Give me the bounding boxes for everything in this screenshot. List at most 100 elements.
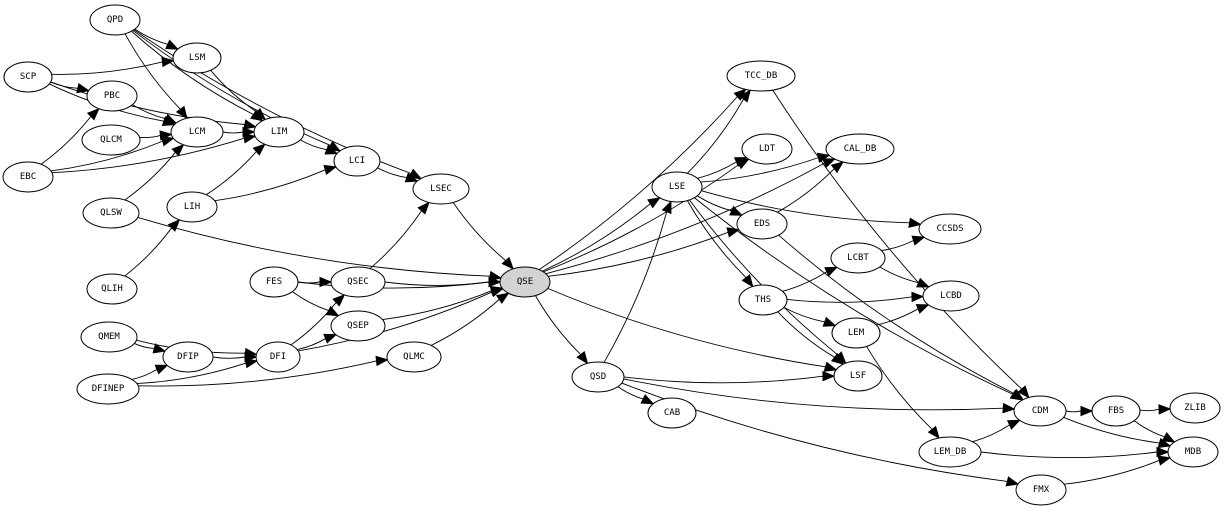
node-qlcm[interactable]: QLCM (81, 124, 141, 156)
edge-line (623, 378, 1004, 411)
node-lcbt[interactable]: LCBT (830, 242, 886, 274)
node-ellipse (330, 266, 386, 298)
edge-line (124, 152, 176, 201)
node-zlib[interactable]: ZLIB (1169, 392, 1221, 424)
edge-line (694, 197, 1014, 395)
node-ellipse (1015, 474, 1067, 506)
arrowhead-icon (159, 130, 173, 141)
node-qlsw[interactable]: QLSW (82, 197, 140, 229)
node-qlih[interactable]: QLIH (86, 273, 138, 305)
edge-line (777, 168, 835, 213)
node-lsm[interactable]: LSM (172, 42, 222, 74)
arrowhead-icon (417, 201, 430, 215)
node-ellipse (162, 341, 214, 373)
node-qsec[interactable]: QSEC (330, 266, 386, 298)
node-qsd[interactable]: QSD (571, 361, 625, 393)
arrowhead-icon (1157, 455, 1172, 466)
node-ellipse (249, 266, 299, 298)
node-ellipse (86, 80, 138, 112)
node-fbs[interactable]: FBS (1091, 395, 1141, 427)
node-mdb[interactable]: MDB (1167, 436, 1219, 468)
node-fmx[interactable]: FMX (1015, 474, 1067, 506)
node-ldt[interactable]: LDT (741, 133, 793, 165)
node-qlmc[interactable]: QLMC (386, 341, 442, 373)
arrowhead-icon (324, 144, 339, 155)
edge-line (210, 70, 258, 113)
node-qpd[interactable]: QPD (89, 4, 141, 36)
node-dfi[interactable]: DFI (255, 341, 301, 373)
node-ellipse (255, 341, 301, 373)
node-lsec[interactable]: LSEC (412, 173, 470, 205)
node-scp[interactable]: SCP (3, 61, 53, 93)
node-ths[interactable]: THS (738, 284, 788, 316)
node-ebc[interactable]: EBC (2, 161, 54, 193)
edge-lci-to-lsec (377, 167, 419, 183)
node-lem[interactable]: LEM (831, 317, 881, 349)
edge-line (772, 89, 1023, 390)
node-ellipse (831, 317, 881, 349)
edge-fmx-to-mdb (1064, 455, 1172, 485)
edge-qsd-to-fmx (621, 382, 1020, 487)
arrowhead-icon (375, 355, 389, 367)
node-label: FBS (1108, 406, 1124, 416)
node-label: EBC (20, 172, 36, 182)
edge-qsd-to-lsf (623, 370, 836, 384)
node-cdm[interactable]: CDM (1013, 395, 1067, 427)
edge-scp-to-lim (50, 81, 257, 130)
node-ellipse (1013, 395, 1067, 427)
arrowhead-icon (404, 172, 419, 183)
node-ellipse (825, 133, 895, 165)
node-label: LSEC (430, 184, 452, 194)
node-qsep[interactable]: QSEP (330, 310, 386, 342)
node-ellipse (571, 361, 625, 393)
node-lcm[interactable]: LCM (170, 116, 224, 148)
node-fes[interactable]: FES (249, 266, 299, 298)
edge-line (623, 375, 824, 384)
node-lci[interactable]: LCI (333, 145, 381, 177)
arrowhead-icon (911, 235, 926, 246)
edge-qse-to-cal_db (545, 158, 836, 275)
arrowhead-icon (1080, 405, 1094, 417)
arrowhead-icon (1005, 476, 1020, 487)
edge-line (881, 240, 914, 252)
arrowhead-icon (576, 350, 589, 365)
node-qse[interactable]: QSE (499, 266, 551, 298)
arrowhead-icon (927, 425, 940, 440)
node-lem_db[interactable]: LEM_DB (918, 436, 982, 468)
node-label: DFIP (177, 352, 199, 362)
node-qmem[interactable]: QMEM (80, 321, 138, 353)
node-lse[interactable]: LSE (651, 171, 703, 203)
edge-qse-to-tcc_db (538, 88, 747, 271)
edge-qpd-to-lcm (124, 33, 188, 120)
node-lih[interactable]: LIH (166, 191, 218, 223)
edge-line (452, 202, 507, 261)
node-ellipse (499, 266, 551, 298)
node-ellipse (647, 397, 697, 429)
node-ccsds[interactable]: CCSDS (918, 213, 982, 245)
node-pbc[interactable]: PBC (86, 80, 138, 112)
edge-line (783, 307, 825, 323)
node-lsf[interactable]: LSF (833, 360, 883, 392)
node-cab[interactable]: CAB (647, 397, 697, 429)
edge-line (290, 302, 337, 346)
arrowhead-icon (319, 276, 333, 288)
edge-line (782, 271, 828, 292)
arrowhead-icon (325, 305, 340, 317)
node-dfinep[interactable]: DFINEP (76, 373, 140, 405)
node-lim[interactable]: LIM (253, 116, 305, 148)
node-eds[interactable]: EDS (736, 208, 788, 240)
edge-dfi-to-qsep (297, 333, 338, 351)
arrowhead-icon (154, 364, 169, 375)
node-tcc_db[interactable]: TCC_DB (726, 60, 796, 92)
node-ellipse (89, 4, 141, 36)
node-label: LDT (759, 144, 776, 154)
node-cal_db[interactable]: CAL_DB (825, 133, 895, 165)
node-label: FES (266, 277, 282, 287)
node-label: MDB (1185, 447, 1201, 457)
node-ellipse (1169, 392, 1221, 424)
node-dfip[interactable]: DFIP (162, 341, 214, 373)
edge-line (134, 28, 168, 45)
node-lcbd[interactable]: LCBD (922, 280, 980, 312)
edge-line (214, 169, 326, 202)
edge-lcbt-to-lcbd (879, 266, 930, 288)
